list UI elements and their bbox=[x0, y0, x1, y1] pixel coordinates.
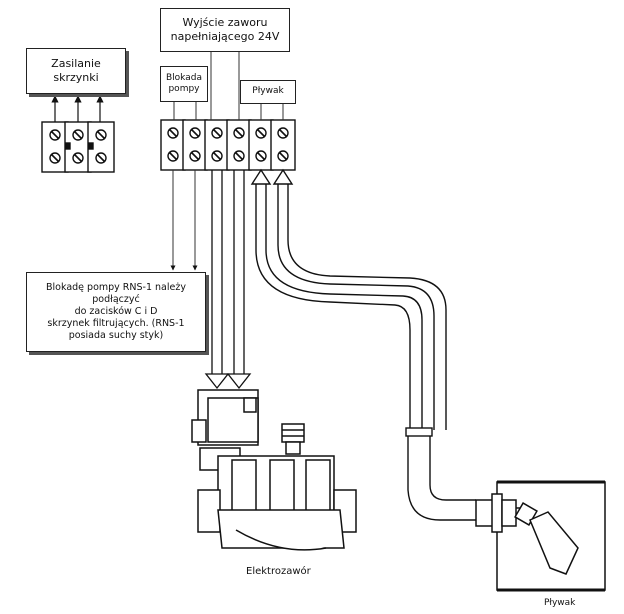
float-top-box: Pływak bbox=[240, 80, 296, 104]
float-device bbox=[475, 480, 606, 592]
pump-lock-label: Blokada pompy bbox=[166, 72, 202, 94]
float-cables bbox=[250, 168, 476, 521]
solenoid-valve bbox=[191, 389, 357, 551]
float-top-label: Pływak bbox=[252, 86, 284, 97]
power-terminal-block bbox=[41, 121, 115, 173]
pump-lock-box: Blokada pompy bbox=[160, 66, 208, 102]
note-box: Blokadę pompy RNS-1 należy podłączyć do … bbox=[26, 272, 206, 352]
float-bottom-label: Pływak bbox=[544, 598, 576, 608]
power-supply-label: Zasilanie skrzynki bbox=[51, 57, 101, 84]
power-arrows bbox=[51, 95, 104, 122]
pump-lock-lines bbox=[170, 170, 198, 271]
note-text: Blokadę pompy RNS-1 należy podłączyć do … bbox=[46, 282, 186, 341]
solenoid-valve-label: Elektrozawór bbox=[246, 566, 311, 577]
upper-connection-lines bbox=[173, 52, 284, 120]
main-terminal-block bbox=[160, 119, 296, 171]
power-supply-box: Zasilanie skrzynki bbox=[26, 48, 126, 94]
solenoid-wires bbox=[204, 170, 252, 390]
valve-output-box: Wyjście zaworu napełniającego 24V bbox=[160, 8, 290, 52]
valve-output-label: Wyjście zaworu napełniającego 24V bbox=[170, 16, 280, 43]
